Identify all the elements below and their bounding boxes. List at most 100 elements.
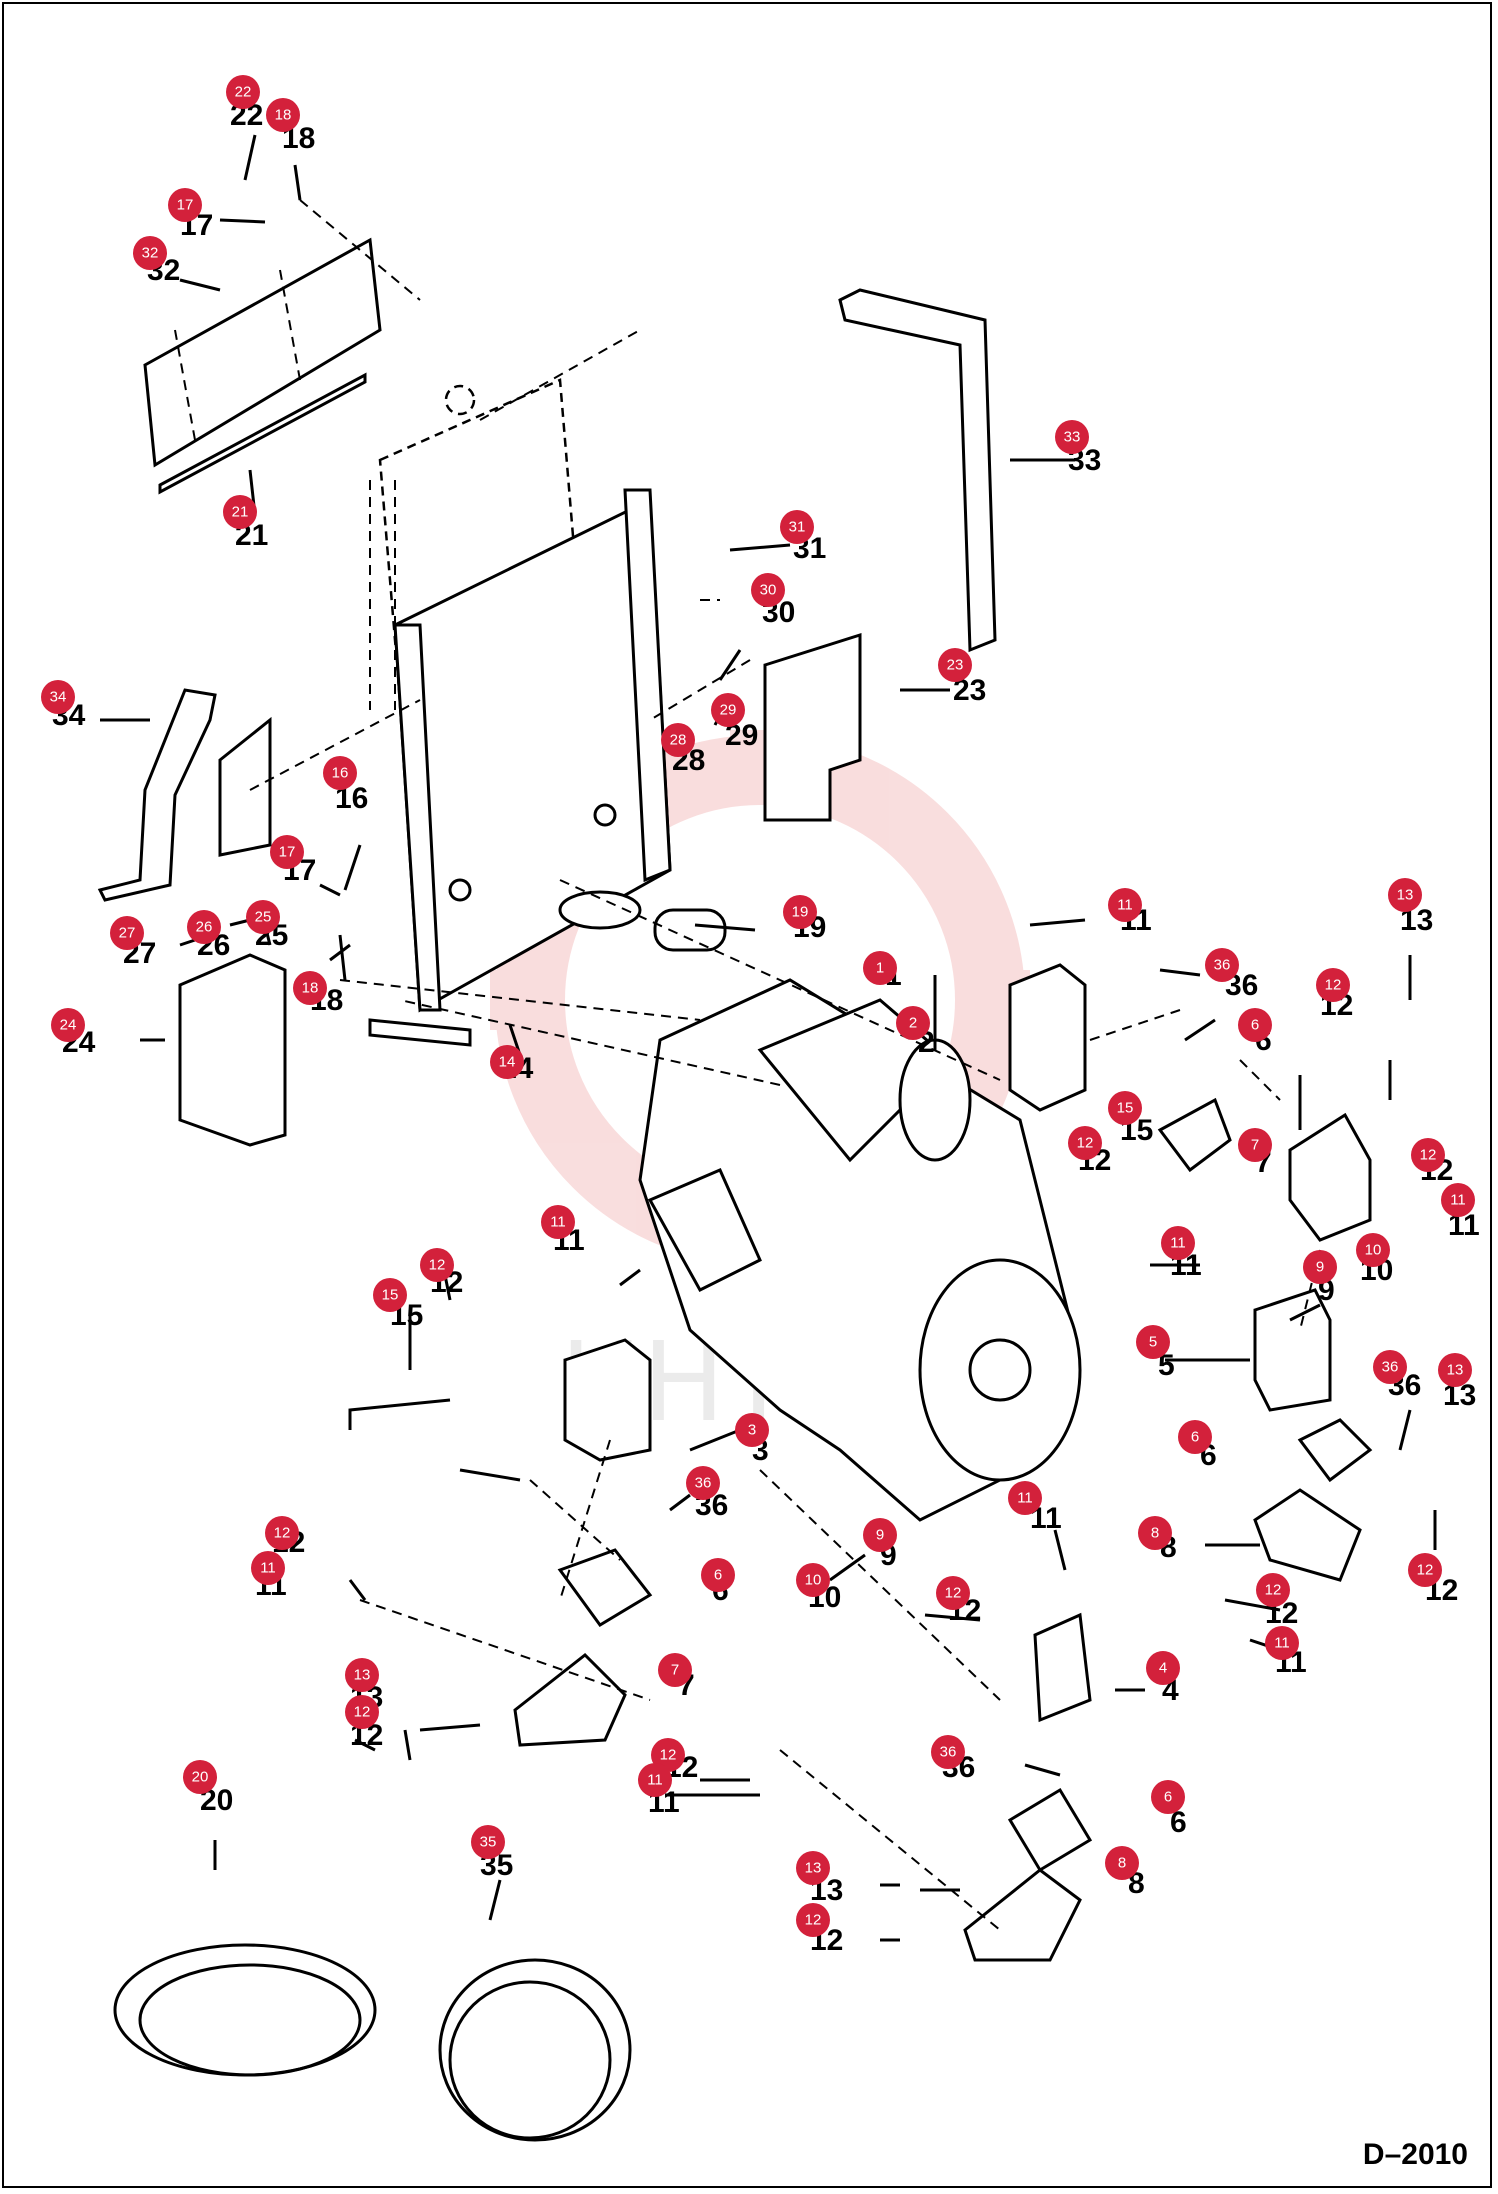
svg-text:11: 11 [260,1560,276,1577]
svg-text:11: 11 [1450,1192,1466,1209]
badge-17-top[interactable]: 17 [168,188,202,222]
badge-13-b[interactable]: 13 [1438,1353,1472,1387]
svg-text:7: 7 [1251,1137,1259,1154]
hose-20 [113,1943,377,2077]
badge-31[interactable]: 31 [780,510,814,544]
badge-13-d[interactable]: 13 [796,1851,830,1885]
svg-text:12: 12 [660,1747,677,1764]
svg-text:22: 22 [235,84,252,101]
svg-text:12: 12 [945,1585,962,1602]
badge-15-b[interactable]: 15 [373,1278,407,1312]
badge-26[interactable]: 26 [187,910,221,944]
badge-20[interactable]: 20 [183,1760,217,1794]
badge-24[interactable]: 24 [51,1008,85,1042]
engine-mounts [513,963,1373,1962]
badge-6-a[interactable]: 6 [1238,1008,1272,1042]
badge-18[interactable]: 18 [293,971,327,1005]
badge-16[interactable]: 16 [323,756,357,790]
badge-2[interactable]: 2 [896,1006,930,1040]
badge-21[interactable]: 21 [223,495,257,529]
gasket-19 [653,908,727,952]
badge-9-b[interactable]: 9 [863,1518,897,1552]
callout-badges[interactable]: 22 18 17 32 21 33 31 30 23 34 29 28 16 1… [41,75,1475,1937]
badge-13-a[interactable]: 13 [1388,878,1422,912]
engine [638,978,1082,1522]
badge-10-a[interactable]: 10 [1356,1233,1390,1267]
badge-11-f[interactable]: 11 [1008,1481,1042,1515]
badge-11-b[interactable]: 11 [1441,1183,1475,1217]
badge-33[interactable]: 33 [1055,420,1089,454]
badge-8-b[interactable]: 8 [1105,1846,1139,1880]
svg-text:5: 5 [1149,1334,1157,1351]
svg-text:16: 16 [332,765,349,782]
badge-32[interactable]: 32 [133,236,167,270]
badge-12-g[interactable]: 12 [936,1576,970,1610]
badge-36-a[interactable]: 36 [1205,948,1239,982]
badge-12-f[interactable]: 12 [420,1248,454,1282]
badge-6-d[interactable]: 6 [1151,1780,1185,1814]
badge-36-b[interactable]: 36 [1373,1350,1407,1384]
badge-23[interactable]: 23 [938,648,972,682]
badge-19[interactable]: 19 [783,895,817,929]
svg-text:23: 23 [947,657,964,674]
svg-text:32: 32 [142,245,159,262]
badge-9-a[interactable]: 9 [1303,1250,1337,1284]
badge-29[interactable]: 29 [711,693,745,727]
svg-text:36: 36 [1214,957,1231,974]
badge-17[interactable]: 17 [270,835,304,869]
svg-text:12: 12 [274,1525,291,1542]
svg-text:10: 10 [1365,1242,1382,1259]
badge-34[interactable]: 34 [41,680,75,714]
badge-35[interactable]: 35 [471,1825,505,1859]
svg-text:13: 13 [1397,887,1414,904]
radiator-frame [368,488,672,1047]
svg-text:29: 29 [720,702,737,719]
badge-10-b[interactable]: 10 [796,1563,830,1597]
badge-12-e[interactable]: 12 [1256,1573,1290,1607]
svg-text:12: 12 [1265,1582,1282,1599]
badge-6-b[interactable]: 6 [1178,1420,1212,1454]
badge-11-e[interactable]: 11 [541,1205,575,1239]
badge-25[interactable]: 25 [246,900,280,934]
svg-text:12: 12 [1325,977,1342,994]
badge-11-g[interactable]: 11 [251,1551,285,1585]
svg-text:3: 3 [748,1422,756,1439]
svg-text:21: 21 [232,504,249,521]
badge-18-top[interactable]: 18 [266,98,300,132]
svg-text:4: 4 [1159,1660,1167,1677]
badge-14[interactable]: 14 [490,1045,524,1079]
badge-8-a[interactable]: 8 [1138,1516,1172,1550]
badge-5[interactable]: 5 [1136,1325,1170,1359]
badge-22[interactable]: 22 [226,75,260,109]
svg-text:6: 6 [1251,1017,1259,1034]
badge-12-k[interactable]: 12 [796,1903,830,1937]
badge-36-d[interactable]: 36 [931,1735,965,1769]
badge-7-a[interactable]: 7 [1238,1128,1272,1162]
badge-4[interactable]: 4 [1146,1651,1180,1685]
badge-1[interactable]: 1 [863,951,897,985]
badge-28[interactable]: 28 [661,723,695,757]
hose-35 [438,1958,632,2142]
badge-12-j[interactable]: 12 [651,1738,685,1772]
badge-11-a[interactable]: 11 [1108,888,1142,922]
badge-11-d[interactable]: 11 [1265,1626,1299,1660]
badge-12-a[interactable]: 12 [1316,968,1350,1002]
badge-36-c[interactable]: 36 [686,1466,720,1500]
badge-6-c[interactable]: 6 [701,1558,735,1592]
badge-30[interactable]: 30 [751,573,785,607]
svg-text:6: 6 [1191,1429,1199,1446]
badge-27[interactable]: 27 [110,916,144,950]
badge-12-h[interactable]: 12 [265,1516,299,1550]
badge-12-d[interactable]: 12 [1408,1553,1442,1587]
badge-12-c[interactable]: 12 [1411,1138,1445,1172]
badge-7-b[interactable]: 7 [658,1653,692,1687]
badge-12-b[interactable]: 12 [1068,1126,1102,1160]
badge-11-h[interactable]: 11 [638,1763,672,1797]
badge-12-i[interactable]: 12 [345,1695,379,1729]
svg-text:26: 26 [196,919,213,936]
badge-15-a[interactable]: 15 [1108,1091,1142,1125]
badge-3[interactable]: 3 [735,1413,769,1447]
badge-11-c[interactable]: 11 [1161,1226,1195,1260]
badge-13-c[interactable]: 13 [345,1658,379,1692]
